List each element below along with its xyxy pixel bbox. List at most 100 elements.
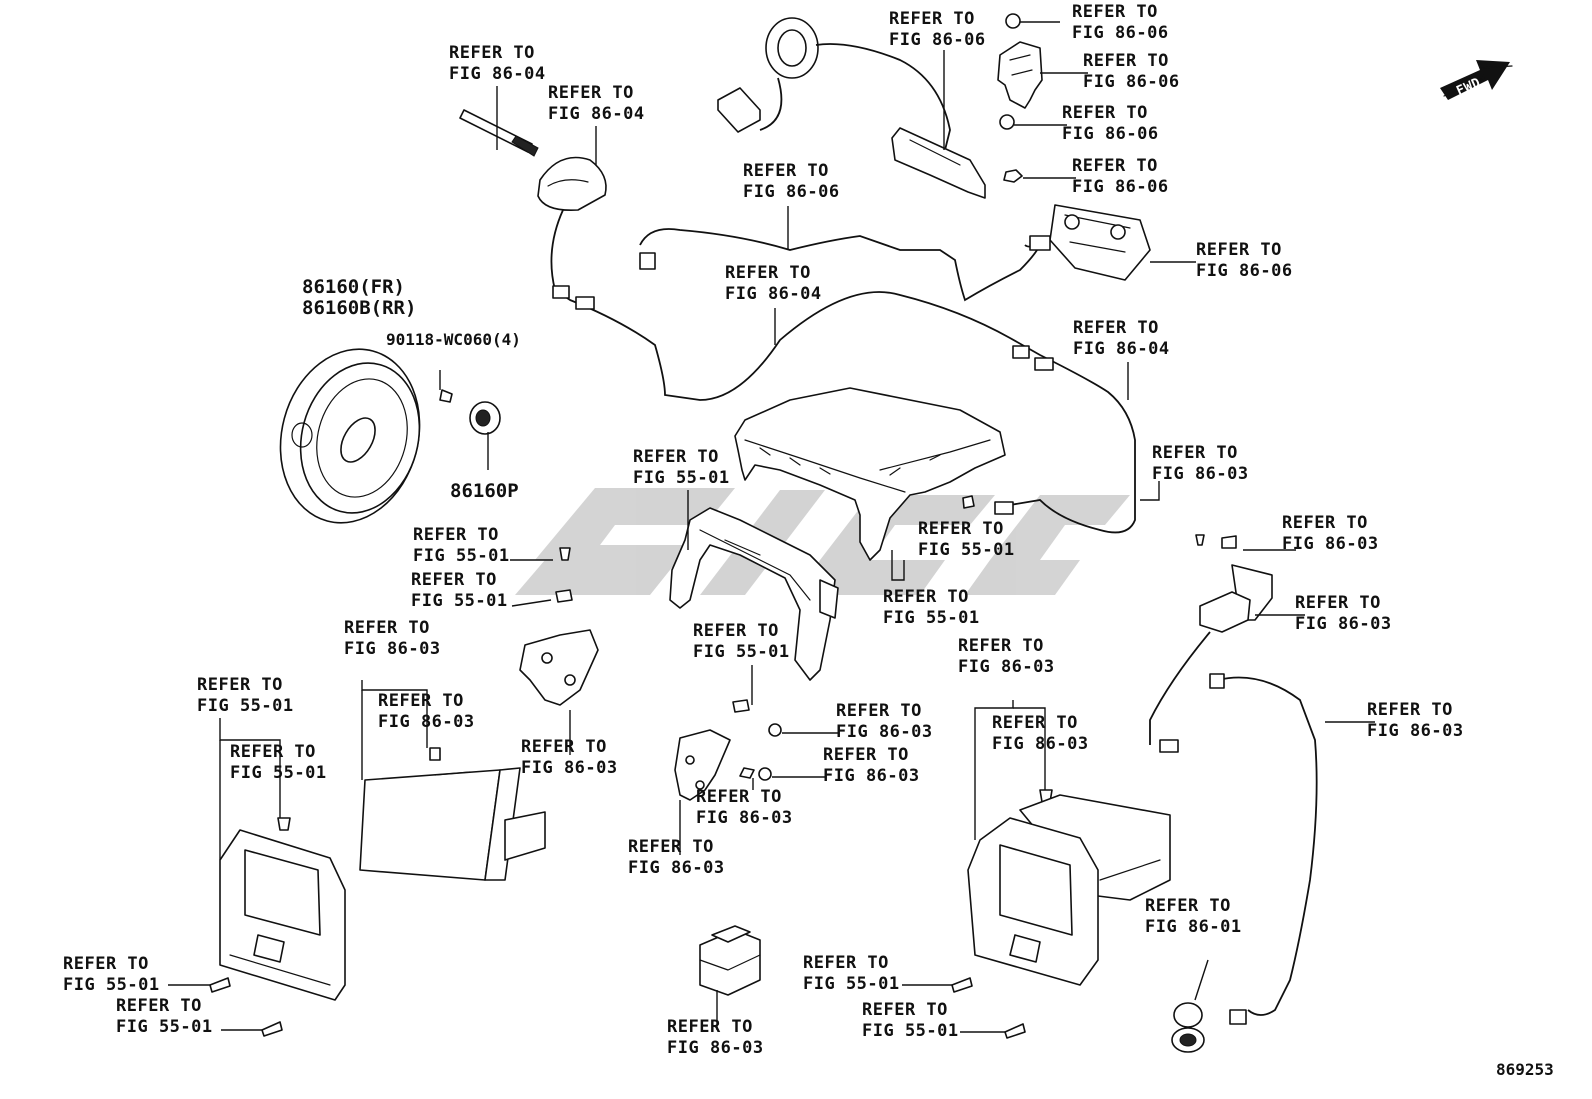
speaker [279,348,421,524]
callout-line2: FIG 86-03 [344,639,441,659]
callout-line1: REFER TO [378,691,464,711]
callout-line1: REFER TO [667,1017,753,1037]
callout-line1: REFER TO [230,742,316,762]
callout-line2: FIG 86-01 [1145,917,1242,937]
callout-line1: REFER TO [1145,896,1231,916]
callout-line2: FIG 55-01 [197,696,294,716]
callout-line2: FIG 86-04 [548,104,645,124]
part-label-86160p: 86160P [450,480,519,502]
watermark-stroke-4 [965,495,1130,595]
callout-line1: REFER TO [1196,240,1282,260]
fwd-arrow-icon: FWD [1440,60,1513,100]
callout-line1: REFER TO [1282,513,1368,533]
callout-line2: FIG 86-06 [743,182,840,202]
figure-number: 869253 [1496,1060,1554,1079]
callout-line2: FIG 86-03 [992,734,1089,754]
callout-line1: REFER TO [1152,443,1238,463]
callout-line1: REFER TO [63,954,149,974]
callout-line2: FIG 55-01 [411,591,508,611]
callout-line1: REFER TO [413,525,499,545]
callout-line1: REFER TO [958,636,1044,656]
callout-line1: REFER TO [344,618,430,638]
antenna-base [537,156,607,212]
speaker-clip [469,401,501,435]
bezel-frame [669,507,839,681]
callout-line1: REFER TO [1083,51,1169,71]
callout-line2: FIG 86-03 [1152,464,1249,484]
callout-line2: FIG 86-06 [1072,23,1169,43]
callout-line1: REFER TO [836,701,922,721]
callout-line2: FIG 55-01 [63,975,160,995]
callout-line2: FIG 55-01 [413,546,510,566]
dash-cover [734,387,1006,561]
callout-line1: REFER TO [1072,156,1158,176]
callout-line2: FIG 86-06 [1196,261,1293,281]
callout-line2: FIG 86-03 [667,1038,764,1058]
right-display-unit [967,794,1171,986]
callout-line2: FIG 86-06 [1072,177,1169,197]
part-label-screw: 90118-WC060(4) [386,330,521,349]
callout-line1: REFER TO [1367,700,1453,720]
callout-line2: FIG 86-03 [1367,721,1464,741]
callout-line1: REFER TO [918,519,1004,539]
screw-icon [439,389,453,403]
callout-line1: REFER TO [633,447,719,467]
callout-line1: REFER TO [696,787,782,807]
callout-line2: FIG 86-03 [958,657,1055,677]
watermark-stroke-3 [800,495,995,595]
callout-line2: FIG 86-03 [1295,614,1392,634]
callout-line1: REFER TO [449,43,535,63]
callout-line2: FIG 86-06 [1083,72,1180,92]
usb-module [1149,564,1273,753]
callout-line2: FIG 86-04 [449,64,546,84]
usb-jack-cable [1171,673,1318,1053]
antenna-cable [550,209,1136,534]
callout-line2: FIG 86-03 [836,722,933,742]
callout-line2: FIG 55-01 [230,763,327,783]
callout-line1: REFER TO [1295,593,1381,613]
camera-unit [1024,204,1151,281]
callout-line1: REFER TO [823,745,909,765]
watermark-stroke-1 [515,488,735,595]
callout-line2: FIG 55-01 [862,1021,959,1041]
callout-line1: REFER TO [803,953,889,973]
callout-line2: FIG 86-03 [378,712,475,732]
callout-line1: REFER TO [1073,318,1159,338]
callout-line2: FIG 86-03 [628,858,725,878]
bracket-upper-right [997,13,1043,183]
callout-line2: FIG 55-01 [803,974,900,994]
callout-line1: REFER TO [1072,2,1158,22]
main-harness [639,228,1051,302]
fasteners [209,495,1237,1039]
callout-line2: FIG 86-03 [1282,534,1379,554]
